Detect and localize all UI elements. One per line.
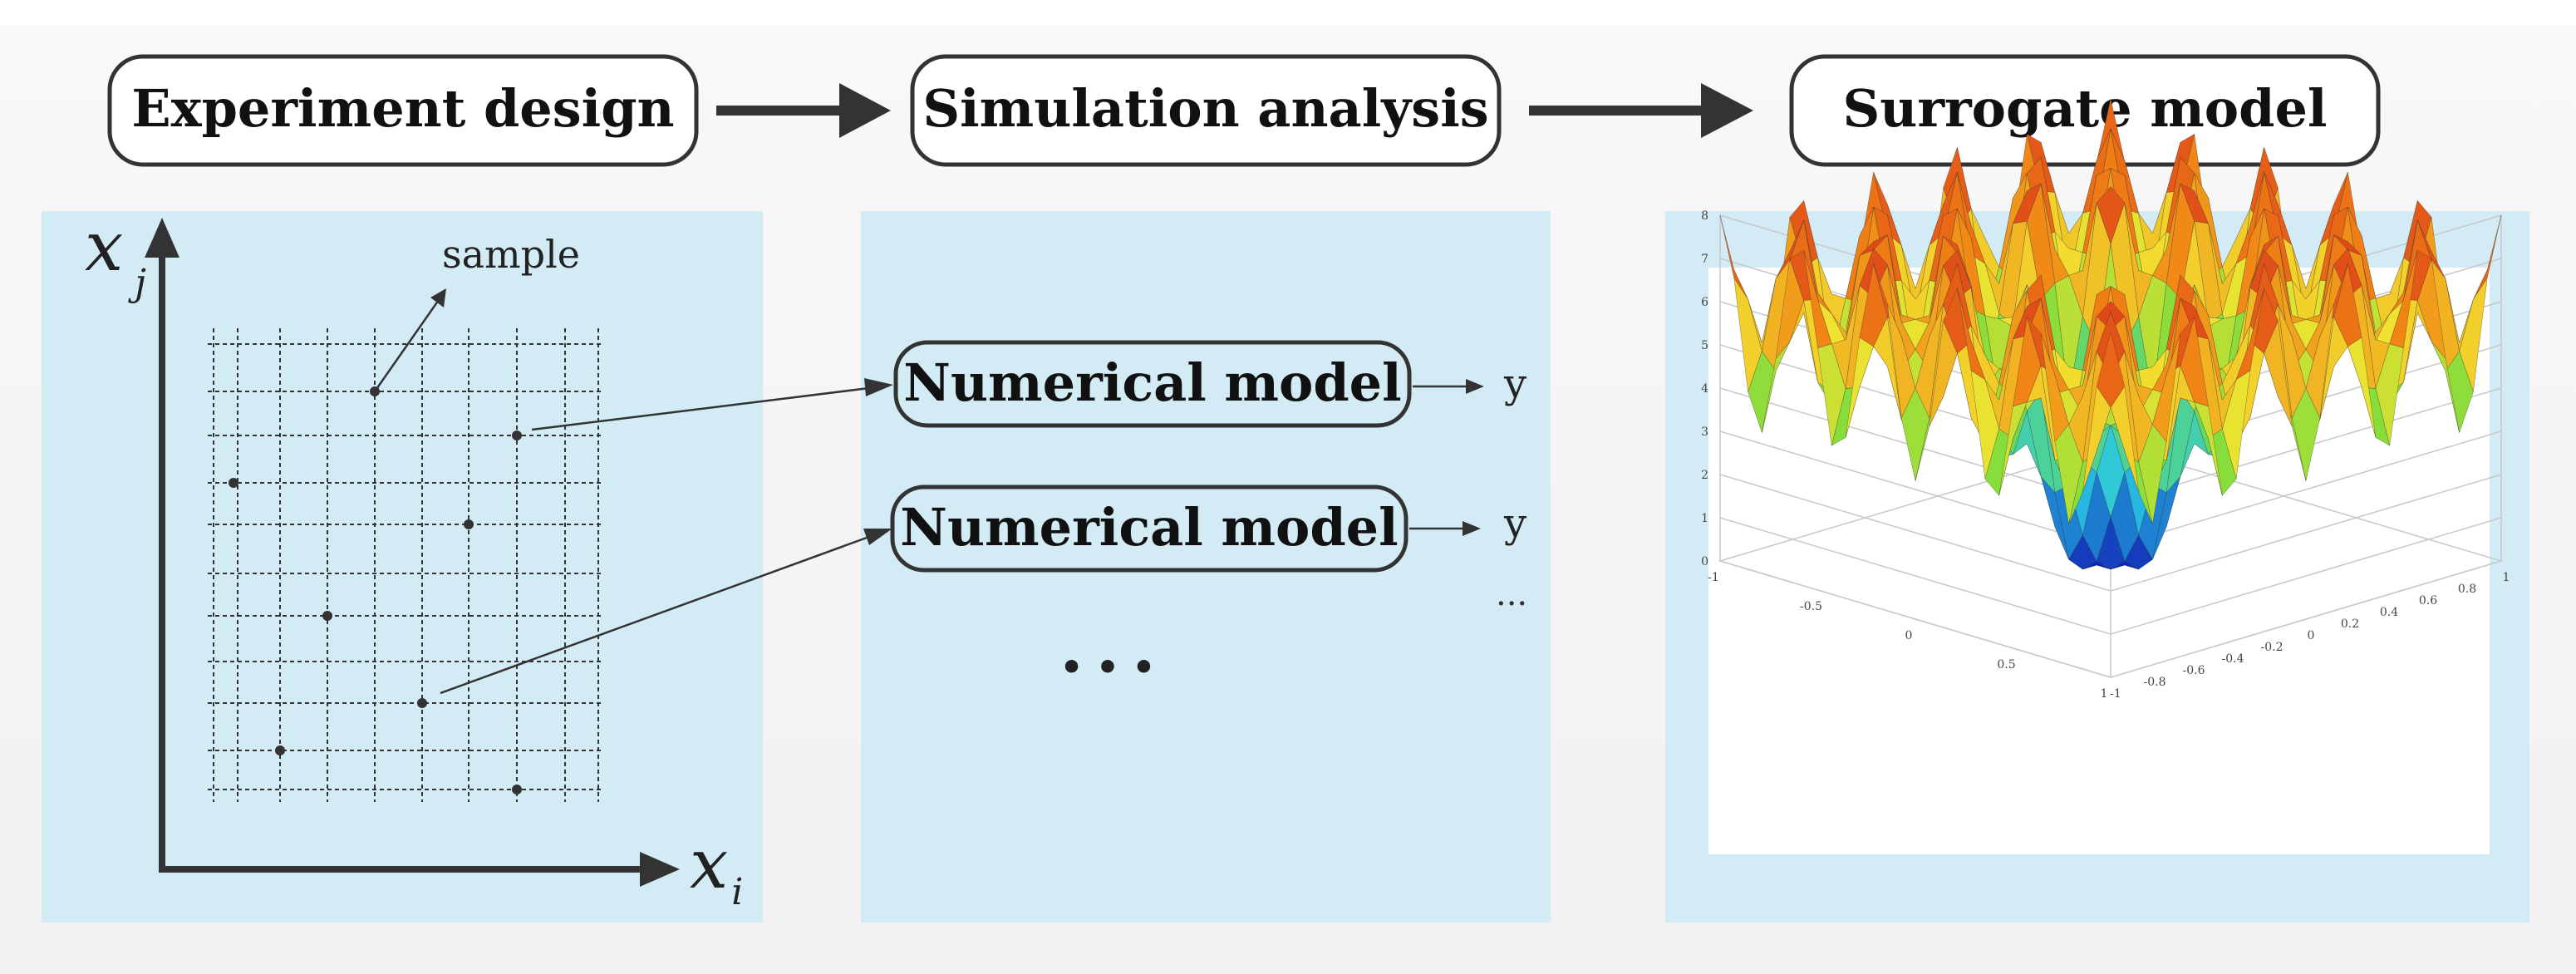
step-label: Experiment design <box>131 78 674 139</box>
sampling-grid <box>208 328 602 802</box>
connector-1-head <box>864 378 893 396</box>
sample-points <box>229 386 522 794</box>
y-tick-label: 0 <box>2308 629 2315 642</box>
step-box <box>107 54 699 167</box>
step-surrogate-model: Surrogate model <box>1789 54 2381 167</box>
step-box <box>910 54 1502 167</box>
step-label: Simulation analysis <box>922 78 1488 139</box>
sample-pointer <box>373 297 442 392</box>
surface-patch <box>2096 331 2126 408</box>
model-label: Numerical model <box>900 497 1398 558</box>
sample-point <box>417 698 427 708</box>
output-arrowhead-2 <box>1463 521 1481 536</box>
sample-point <box>275 745 285 755</box>
x-tick-label: 0.5 <box>1997 658 2015 671</box>
model-box <box>890 485 1408 573</box>
step-experiment-design: Experiment design <box>107 54 699 167</box>
model-box <box>893 340 1412 428</box>
x-axis-label: xi <box>690 825 743 913</box>
sample-label: sample <box>442 232 580 277</box>
step-label: Surrogate model <box>1842 78 2327 139</box>
z-tick-label: 6 <box>1701 296 1708 309</box>
sample-point <box>512 430 522 440</box>
z-tick-label: 3 <box>1701 426 1708 439</box>
z-tick-label: 2 <box>1701 469 1708 482</box>
y-tick-label: -0.2 <box>2261 641 2283 654</box>
y-tick-label: -1 <box>2110 687 2121 701</box>
output-y-2: y <box>1503 500 1526 547</box>
x-tick-label: -1 <box>1708 571 1719 584</box>
step-simulation-analysis: Simulation analysis <box>910 54 1502 167</box>
sample-point <box>512 785 522 794</box>
x-axis-arrowhead <box>640 852 680 887</box>
z-tick-label: 8 <box>1701 209 1708 223</box>
experiment-panel <box>42 211 763 922</box>
sample-point <box>229 478 238 488</box>
x-axis-subscript: i <box>731 871 743 913</box>
plot-gridline <box>1719 517 2502 635</box>
plot-gridline <box>1719 560 2502 678</box>
sample-pointer-head <box>430 288 446 307</box>
y-tick-label: -0.6 <box>2183 664 2205 677</box>
plot-gridline <box>1719 474 2502 592</box>
flow-arrowhead-1 <box>839 83 891 138</box>
numerical-model-2: Numerical model <box>890 485 1408 573</box>
output-y-1: y <box>1503 361 1526 407</box>
y-tick-label: 0.4 <box>2380 606 2398 619</box>
y-axis-arrowhead <box>145 218 179 258</box>
z-tick-label: 5 <box>1701 339 1708 352</box>
y-tick-label: 0.2 <box>2341 617 2359 631</box>
z-tick-label: 4 <box>1701 382 1708 396</box>
model-label: Numerical model <box>903 352 1401 413</box>
flow-arrowhead-2 <box>1701 83 1753 138</box>
y-tick-label: 0.8 <box>2458 583 2476 596</box>
ellipsis: • • • <box>1059 647 1155 689</box>
connector-2 <box>440 533 877 695</box>
small-ellipsis: ... <box>1496 575 1527 613</box>
z-tick-label: 7 <box>1701 253 1708 266</box>
z-tick-label: 0 <box>1701 555 1708 568</box>
connector-2-head <box>863 529 892 545</box>
step-box <box>1789 54 2381 167</box>
x-tick-label: 1 <box>2101 687 2108 701</box>
x-tick-label: -0.5 <box>1800 600 1822 613</box>
y-tick-label: 0.6 <box>2419 594 2437 608</box>
sample-point <box>322 611 332 621</box>
y-tick-label: -0.8 <box>2144 676 2166 689</box>
sample-point <box>464 519 474 529</box>
connector-1 <box>531 386 877 431</box>
numerical-model-1: Numerical model <box>893 340 1412 428</box>
surface-plot: 0 1 2 3 4 5 6 7 8 1 0.5 0 -0.5 -1 -1 -0.8 -0.6 -0.4 -0.2 0 0… <box>1701 98 2510 701</box>
x-tick-label: 0 <box>1905 629 1913 642</box>
sample-point <box>370 386 380 396</box>
y-tick-label: -0.4 <box>2222 652 2244 666</box>
z-tick-label: 1 <box>1701 512 1708 525</box>
y-tick-label: 1 <box>2503 571 2510 584</box>
output-arrowhead-1 <box>1466 379 1484 394</box>
axes <box>145 218 680 887</box>
